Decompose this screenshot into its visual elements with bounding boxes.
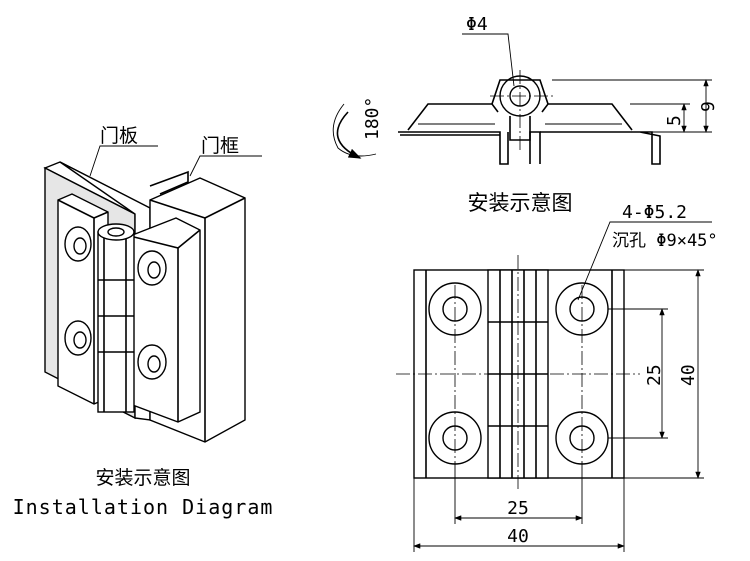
- side-view: Φ4 9 5 180° 安装示意图: [332, 14, 719, 215]
- iso-caption-en: Installation Diagram: [13, 495, 274, 519]
- isometric-view: 门板 门框 安装示意图 Installation Diagram: [13, 125, 274, 519]
- leaf-dim: 5: [664, 115, 685, 126]
- hinge-knuckle: [97, 223, 135, 413]
- pin-diameter-label: Φ4: [466, 14, 488, 35]
- door-frame-label: 门框: [201, 135, 239, 157]
- iso-holes: [64, 226, 167, 380]
- hole-spacing-horizontal: 25: [507, 498, 529, 519]
- hole-spacing-vertical: 25: [644, 364, 665, 386]
- door-panel-label: 门板: [100, 125, 138, 147]
- hole-spec: 4-Φ5.2: [622, 202, 687, 223]
- overall-height: 40: [678, 364, 699, 386]
- front-view: 4-Φ5.2 沉孔 Φ9×45° 25 40 25 40: [396, 202, 718, 552]
- iso-caption-zh: 安装示意图: [95, 467, 190, 489]
- overall-width: 40: [507, 526, 529, 547]
- height-dim: 9: [698, 101, 719, 112]
- side-caption-zh: 安装示意图: [468, 191, 573, 215]
- countersink-spec: 沉孔 Φ9×45°: [612, 231, 718, 251]
- rotation-label: 180°: [362, 97, 383, 140]
- right-leaf: [129, 217, 201, 423]
